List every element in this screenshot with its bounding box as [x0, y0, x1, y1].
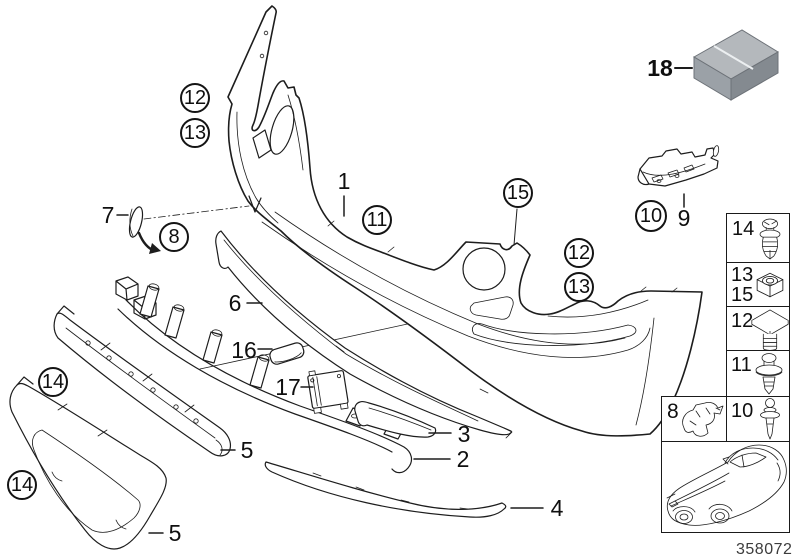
callout-label: 10 [639, 205, 663, 227]
spoiler-strip-part-4 [264, 461, 507, 518]
licence-plate-base-part-5 [53, 305, 232, 457]
hex-nut-icon [756, 272, 784, 298]
legend-label-11: 11 [731, 354, 752, 376]
part-label-7[interactable]: 7 [101, 202, 115, 228]
callout-13-right[interactable]: 13 [564, 272, 594, 302]
mounting-bracket-part-17 [307, 370, 349, 414]
legend-label-15: 15 [731, 284, 754, 306]
callout-10[interactable]: 10 [635, 200, 667, 232]
part-label-3[interactable]: 3 [457, 421, 471, 447]
legend-label-13: 13 [731, 264, 754, 286]
legend-label-10: 10 [731, 400, 754, 422]
legend-cell-10[interactable]: 10 [726, 396, 790, 442]
legend-label-8: 8 [667, 400, 679, 423]
legend-cell-14[interactable]: 14 [726, 213, 790, 263]
part-label-6[interactable]: 6 [228, 290, 242, 316]
washer-jet-cover-part-16 [269, 342, 305, 365]
callout-label: 12 [567, 242, 591, 264]
part-label-18[interactable]: 18 [647, 55, 673, 81]
callout-label: 12 [183, 87, 207, 109]
part-label-1[interactable]: 1 [337, 168, 351, 194]
part-label-16[interactable]: 16 [231, 337, 257, 363]
callout-12-upper[interactable]: 12 [180, 83, 210, 113]
pin-rivet-icon [760, 398, 780, 440]
part-label-9[interactable]: 9 [677, 205, 691, 231]
licence-plate-filler-part-5 [9, 376, 167, 550]
car-front-three-quarter-icon [666, 444, 787, 526]
part-label-2[interactable]: 2 [456, 446, 470, 472]
part-label-5-upper[interactable]: 5 [240, 437, 254, 463]
label-leader-lines [116, 67, 693, 534]
legend-cell-11[interactable]: 11 [726, 350, 790, 397]
retaining-clip-icon [682, 401, 724, 437]
towing-eye-cover-part-7 [128, 206, 161, 254]
callout-label: 14 [41, 371, 65, 393]
legend-cell-13-15[interactable]: 13 15 [726, 262, 790, 307]
side-bracket-part-9 [637, 145, 720, 187]
rub-strip-part-3 [354, 400, 437, 438]
callout-15[interactable]: 15 [503, 178, 533, 208]
legend-cell-8[interactable]: 8 [661, 396, 727, 442]
callout-8[interactable]: 8 [159, 222, 189, 252]
part-label-5-lower[interactable]: 5 [168, 520, 182, 546]
leader-line-tow-cover [143, 205, 250, 220]
callout-13-upper[interactable]: 13 [180, 118, 210, 148]
expanding-rivet-icon [759, 218, 781, 260]
install-direction-arrow [149, 243, 161, 254]
callout-12-right[interactable]: 12 [564, 238, 594, 268]
callout-label: 11 [366, 209, 388, 231]
trim-moulding-part-6 [215, 230, 513, 439]
legend-label-14: 14 [732, 218, 755, 240]
flange-rivet-icon [755, 353, 783, 395]
square-head-screw-icon [751, 309, 789, 351]
callout-label: 13 [183, 122, 207, 144]
part-label-17[interactable]: 17 [275, 374, 301, 400]
callout-label: 15 [506, 182, 530, 204]
callout-11[interactable]: 11 [362, 205, 392, 235]
callout-label: 14 [10, 474, 34, 496]
drawing-number: 358072 [736, 541, 793, 558]
kit-box-part-18 [693, 29, 779, 101]
callout-14-upper[interactable]: 14 [38, 367, 68, 397]
bumper-cover-part-1 [227, 5, 703, 437]
legend-label-12: 12 [731, 310, 754, 332]
callout-label: 13 [567, 276, 591, 298]
vehicle-thumbnail-box [661, 441, 790, 533]
callout-label: 8 [168, 226, 180, 248]
legend-cell-12[interactable]: 12 [726, 306, 790, 351]
callout-14-lower[interactable]: 14 [7, 470, 37, 500]
part-label-4[interactable]: 4 [550, 495, 564, 521]
